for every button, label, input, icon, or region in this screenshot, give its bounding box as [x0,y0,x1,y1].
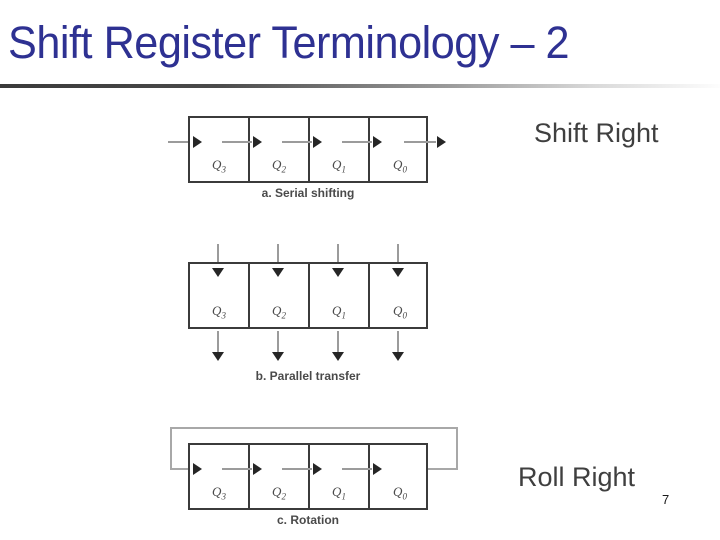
arrowhead-down [392,268,404,277]
serial-link-line [222,468,252,470]
cell-label-q2: Q2 [272,157,286,175]
serial-link-line [342,141,372,143]
arrowhead-down-output [272,352,284,361]
register-cell: Q3 [190,445,250,508]
cell-label-q0: Q0 [393,303,407,321]
cell-label-q3: Q3 [212,484,226,502]
parallel-output-line [397,331,399,353]
arrowhead-right [313,463,322,475]
serial-output-line [404,141,436,143]
arrowhead-right-output [437,136,446,148]
parallel-input-line [337,244,339,268]
arrowhead-down [212,268,224,277]
arrowhead-right [373,136,382,148]
annotation-shift-right: Shift Right [534,118,659,148]
parallel-output-line [277,331,279,353]
parallel-input-line [277,244,279,268]
parallel-output-line [337,331,339,353]
feedback-loop-output-link [404,468,458,470]
diagram-caption-b: b. Parallel transfer [255,369,361,383]
arrowhead-down [272,268,284,277]
feedback-loop-top [170,427,458,429]
arrowhead-right [373,463,382,475]
feedback-loop-left [170,427,172,469]
register-cell: Q0 [370,264,430,327]
cell-label-q2: Q2 [272,484,286,502]
shift-register-box-a: Q3 Q2 Q1 Q0 [188,116,428,183]
register-cell: Q2 [250,445,310,508]
register-cell: Q2 [250,264,310,327]
serial-link-line [222,141,252,143]
arrowhead-down-output [332,352,344,361]
shift-register-box-b: Q3 Q2 Q1 Q0 [188,262,428,329]
cell-label-q3: Q3 [212,303,226,321]
serial-input-line [168,141,194,143]
serial-link-line [282,141,312,143]
serial-link-line [342,468,372,470]
register-cell: Q1 [310,264,370,327]
cell-label-q1: Q1 [332,157,346,175]
arrowhead-down-output [392,352,404,361]
parallel-output-line [217,331,219,353]
diagram-caption-c: c. Rotation [277,513,339,527]
parallel-input-line [397,244,399,268]
register-cell: Q0 [370,445,430,508]
title-divider [0,84,720,88]
slide-number: 7 [662,492,670,507]
register-cell: Q0 [370,118,430,181]
register-cell: Q1 [310,118,370,181]
feedback-loop-input-link [170,468,194,470]
cell-label-q1: Q1 [332,484,346,502]
parallel-input-line [217,244,219,268]
arrowhead-right [253,136,262,148]
register-cell: Q3 [190,264,250,327]
shift-register-box-c: Q3 Q2 Q1 Q0 [188,443,428,510]
cell-label-q1: Q1 [332,303,346,321]
cell-label-q0: Q0 [393,484,407,502]
serial-link-line [282,468,312,470]
annotation-roll-right: Roll Right [518,462,636,492]
arrowhead-down [332,268,344,277]
feedback-loop-right [456,427,458,469]
arrowhead-right [193,463,202,475]
cell-label-q2: Q2 [272,303,286,321]
arrowhead-down-output [212,352,224,361]
arrowhead-right [253,463,262,475]
cell-label-q0: Q0 [393,157,407,175]
arrowhead-right [313,136,322,148]
page-title: Shift Register Terminology – 2 [8,17,570,68]
register-cell: Q3 [190,118,250,181]
register-cell: Q2 [250,118,310,181]
diagram-caption-a: a. Serial shifting [261,186,355,200]
register-cell: Q1 [310,445,370,508]
arrowhead-right [193,136,202,148]
cell-label-q3: Q3 [212,157,226,175]
